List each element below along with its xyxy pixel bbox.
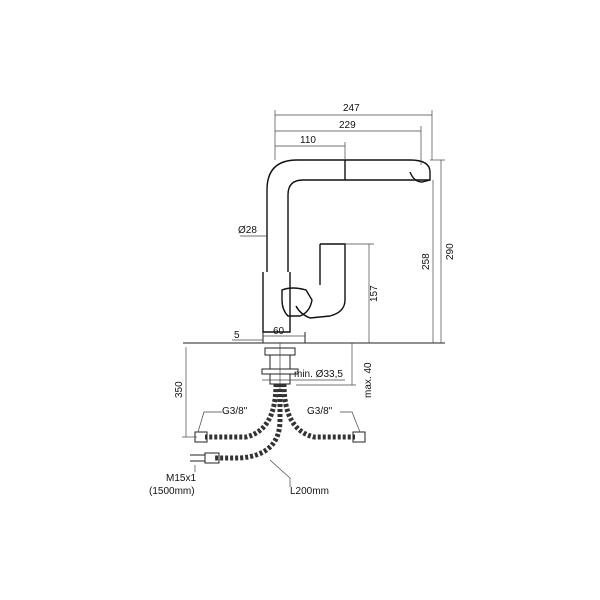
dim-min-dia: min. Ø33,5 (294, 369, 343, 380)
dim-dia28: Ø28 (238, 225, 257, 236)
label-g38-right: G3/8" (307, 406, 333, 417)
dim-258: 258 (421, 253, 432, 270)
dim-60: 60 (273, 326, 285, 337)
label-g38-left: G3/8" (222, 406, 248, 417)
dim-229: 229 (339, 120, 356, 131)
supply-hoses (190, 383, 366, 464)
label-m15: M15x1 (166, 473, 196, 484)
label-m15-length: (1500mm) (149, 486, 195, 497)
dimension-lines (182, 110, 445, 487)
dimension-labels: 247 229 110 Ø28 258 290 157 5 60 min. Ø3… (149, 103, 456, 497)
dim-247: 247 (343, 103, 360, 114)
label-l200: L200mm (290, 486, 329, 497)
dim-5: 5 (234, 330, 240, 341)
dim-110: 110 (300, 135, 316, 146)
dim-157: 157 (369, 285, 380, 302)
dim-290: 290 (445, 243, 456, 260)
faucet-body (183, 159, 445, 390)
dim-350: 350 (174, 381, 185, 398)
dim-max40: max. 40 (363, 362, 374, 398)
